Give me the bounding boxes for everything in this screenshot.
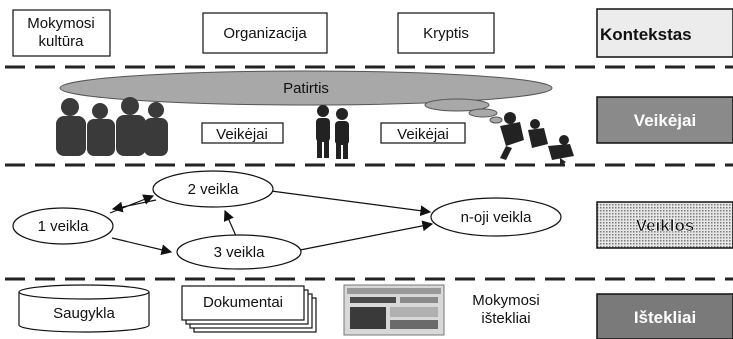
activities-side-box: Veiklos (596, 201, 733, 249)
actors-box-2: Veikėjai (380, 122, 466, 144)
arrow-a3-an (299, 220, 434, 251)
actors-box-2-label: Veikėjai (397, 126, 449, 143)
arrow-a2-an (270, 190, 432, 217)
context-side-label: Kontekstas (600, 25, 692, 44)
learning-culture-label-2: kultūra (38, 33, 84, 50)
group-silhouette-icon (56, 97, 168, 156)
thought-bubble-2 (468, 108, 498, 118)
arrow-a1-a3 (111, 237, 173, 256)
actors-box-1-label: Veikėjai (216, 126, 268, 143)
direction-box: Kryptis (397, 12, 495, 54)
actors-box-1: Veikėjai (201, 122, 284, 144)
activities-side-label: Veiklos (636, 216, 695, 235)
resources-side-label: Ištekliai (634, 308, 696, 327)
activity-node-3-label: 3 veikla (214, 244, 266, 261)
learning-resources-label-1: Mokymosi (472, 292, 540, 309)
arrow-a1-a2 (109, 194, 155, 214)
activity-node-n-label: n-oji veikla (461, 209, 533, 226)
actors-side-box: Veikėjai (596, 96, 733, 144)
experience-cloud: Patirtis (59, 70, 553, 106)
activity-node-n: n-oji veikla (430, 197, 562, 237)
thought-bubble-1 (424, 98, 490, 112)
learning-culture-box: Mokymosi kultūra (12, 9, 111, 57)
activity-node-1: 1 veikla (12, 207, 114, 245)
actors-side-label: Veikėjai (634, 111, 696, 130)
direction-label: Kryptis (423, 25, 469, 42)
resources-side-box: Ištekliai (596, 293, 733, 339)
repository-label: Saugykla (53, 305, 115, 322)
learning-resources-screenshot-icon (343, 284, 445, 336)
documents-stack: Dokumentai (181, 285, 317, 333)
arrow-a2-a1 (111, 199, 157, 213)
context-side-box: Kontekstas (596, 8, 733, 58)
activity-node-2-label: 2 veikla (188, 181, 240, 198)
documents-label: Dokumentai (203, 294, 283, 311)
thought-bubble-3 (489, 116, 503, 124)
pair-silhouette-icon (316, 105, 349, 159)
activity-node-3: 3 veikla (176, 234, 302, 270)
experience-label: Patirtis (283, 80, 329, 97)
repository-cylinder: Saugykla (18, 284, 150, 333)
learning-resources-label-2: ištekliai (481, 310, 530, 327)
learning-culture-label-1: Mokymosi (27, 15, 95, 32)
organization-label: Organizacija (223, 25, 307, 42)
organization-box: Organizacija (202, 12, 328, 54)
activity-node-1-label: 1 veikla (38, 218, 90, 235)
workers-silhouette-icon (500, 112, 574, 166)
arrow-a3-a2 (223, 209, 237, 237)
activity-node-2: 2 veikla (152, 170, 274, 208)
